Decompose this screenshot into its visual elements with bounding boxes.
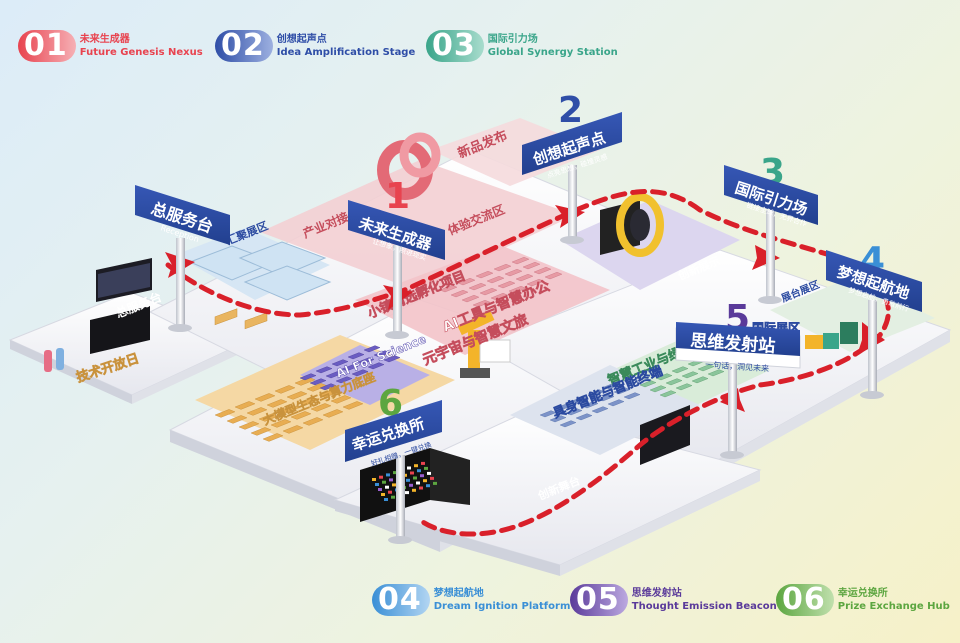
legend-en: Idea Amplification Stage <box>276 47 416 58</box>
sign-02: 2 创想起声点 点亮思想，碰撞灵感 <box>522 90 622 244</box>
legend-cn: 未来生成器 <box>79 34 130 45</box>
legend-item-01: 01 未来生成器 Future Genesis Nexus <box>18 30 203 62</box>
stage-sculpture <box>616 193 664 257</box>
legend-en: Future Genesis Nexus <box>79 47 203 58</box>
legend-item-03: 03 国际引力场 Global Synergy Station <box>426 30 618 62</box>
loop-sculpture <box>377 132 441 200</box>
sign-number: 1 <box>385 176 410 217</box>
zone-right-green <box>770 278 935 352</box>
visit-route <box>165 189 891 537</box>
robot-arm <box>457 310 511 378</box>
sign-01: 1 未来生成器 让想象，照进现实 <box>348 176 445 339</box>
figures <box>44 348 64 372</box>
legend-cn: 梦想起航地 <box>433 588 484 599</box>
legend-item-02: 02 创想起声点 Idea Amplification Stage <box>215 30 415 62</box>
exhibit-box <box>805 322 858 349</box>
legend-cn: 思维发射站 <box>631 588 682 599</box>
legend-number: 04 <box>372 584 430 616</box>
sign-subtitle: 一句话，洞见未来 <box>705 359 770 373</box>
legend-en: Prize Exchange Hub <box>837 601 950 612</box>
sign-number: 2 <box>558 90 583 131</box>
seat-grid <box>299 345 401 391</box>
seat-grid <box>639 359 725 398</box>
sign-reception: 总服务台 Reception <box>135 185 230 332</box>
legend-number: 01 <box>18 30 76 62</box>
legend-number: 03 <box>426 30 484 62</box>
seat-grid <box>214 377 364 442</box>
sign-03: 3 国际引力场 链接全球，无界合作 <box>724 152 818 304</box>
legend-cn: 创想起声点 <box>276 34 327 45</box>
legend-cn: 国际引力场 <box>487 34 538 45</box>
zone-purple <box>300 345 430 405</box>
legend-en: Thought Emission Beacon <box>631 601 777 612</box>
legend-number: 05 <box>570 584 628 616</box>
sign-06: 6 幸运兑换所 好礼相赠，一键兑换 <box>345 383 442 544</box>
legend-cn: 幸运兑换所 <box>837 588 888 599</box>
legend-item-06: 06 幸运兑换所 Prize Exchange Hub <box>776 584 950 616</box>
legend-item-05: 05 思维发射站 Thought Emission Beacon <box>570 584 777 616</box>
legend-en: Dream Ignition Platform <box>433 601 571 612</box>
legend-number: 02 <box>215 30 273 62</box>
sign-05: 5 思维发射站 一句话，洞见未来 <box>675 298 801 459</box>
legend-number: 06 <box>776 584 834 616</box>
zone-pink-middle <box>355 245 610 355</box>
seat-grid <box>439 256 563 308</box>
reception-booth <box>188 241 332 301</box>
seat-blocks-orange <box>214 308 268 330</box>
legend-item-04: 04 梦想起航地 Dream Ignition Platform <box>372 584 570 616</box>
legend-en: Global Synergy Station <box>487 47 618 58</box>
seat-grid <box>539 382 641 428</box>
